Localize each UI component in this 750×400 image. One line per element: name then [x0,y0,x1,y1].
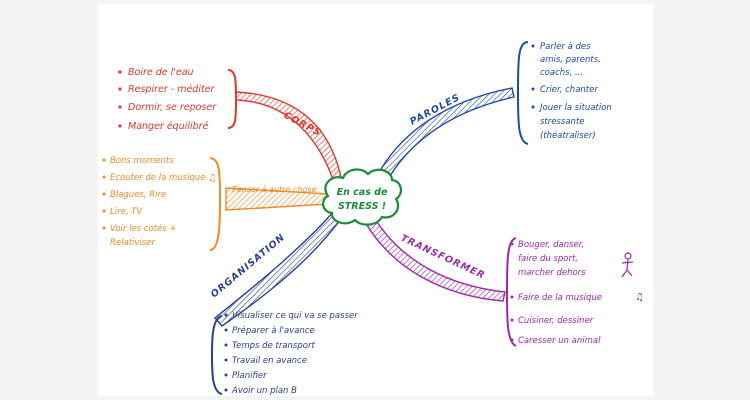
transformer-item-4: Caresser un animal [518,336,601,346]
branch-organisation: ORGANISATION Visualiser ce qui va se pas… [209,209,358,396]
branch-penser-label: Penser à autre chose [232,185,317,194]
transformer-item-1-line-1: Bouger, danser, [518,240,584,250]
penser-item-6: Relativiser [110,238,155,248]
paroles-item-3-line-3: (théatraliser) [540,130,596,141]
branch-transformer: TRANSFORMER Bouger, danser, faire du spo… [363,212,644,347]
paroles-item-1-line-1: Parler à des [540,42,591,52]
center-cloud [322,168,402,226]
penser-item-2: Ecouter de la musique [110,173,205,183]
penser-item-1: Bons moments [110,156,174,166]
paroles-item-1-line-2: amis, parents, [540,55,601,65]
penser-brace [209,157,221,251]
penser-item-5: Voir les cotés + [110,223,177,234]
corps-item-1: Boire de l'eau [128,67,194,78]
branch-paroles: PAROLES Parler à des amis, parents, coac… [374,41,612,188]
branch-corps: CORPS Boire de l'eau Respirer - méditer … [118,67,343,186]
branch-corps-ribbon [235,91,343,186]
transformer-item-1-line-3: marcher dehors [518,268,586,278]
organisation-item-3: Temps de transport [232,341,315,351]
branch-penser: Penser à autre chose Bons moments Ecoute… [102,156,331,251]
organisation-brace [210,315,223,395]
branch-transformer-label: TRANSFORMER [399,233,487,282]
organisation-item-2: Préparer à l'avance [232,325,315,336]
branch-organisation-ribbon [213,209,344,327]
paroles-brace [517,41,529,145]
paroles-item-3-line-2: stressante [540,117,585,127]
transformer-item-3: Cuisiner, dessiner [518,316,594,326]
corps-item-2: Respirer - méditer [128,84,216,95]
penser-item-3: Blagues, Rire [110,190,166,200]
organisation-item-5: Planifier [232,371,267,381]
corps-brace [227,69,237,129]
branch-organisation-label: ORGANISATION [209,232,288,300]
music-note-icon: ♫ [635,292,644,303]
corps-item-4: Manger équilibré [128,121,209,132]
organisation-item-1: Visualiser ce qui va se passer [232,311,358,321]
center-node: En cas de STRESS ! [322,168,402,226]
paroles-item-2: Crier, chanter [540,85,598,95]
penser-item-4: Lire, TV [110,207,143,217]
paroles-item-1-line-3: coachs, ... [540,68,583,78]
transformer-brace [506,237,517,347]
transformer-item-1-line-2: faire du sport, [518,254,578,264]
stick-figure-icon [621,252,634,278]
transformer-item-2: Faire de la musique [518,293,602,303]
branch-transformer-ribbon [363,212,506,302]
music-note-icon: ♫ [208,173,217,184]
organisation-item-6: Avoir un plan B [231,386,297,396]
paroles-item-3-line-1: Jouer la situation [538,103,612,113]
center-title-line-1: En cas de [337,187,388,198]
center-title-line-2: STRESS ! [338,201,386,212]
corps-item-3: Dormir, se reposer [128,102,217,113]
organisation-item-4: Travail en avance [232,356,307,366]
